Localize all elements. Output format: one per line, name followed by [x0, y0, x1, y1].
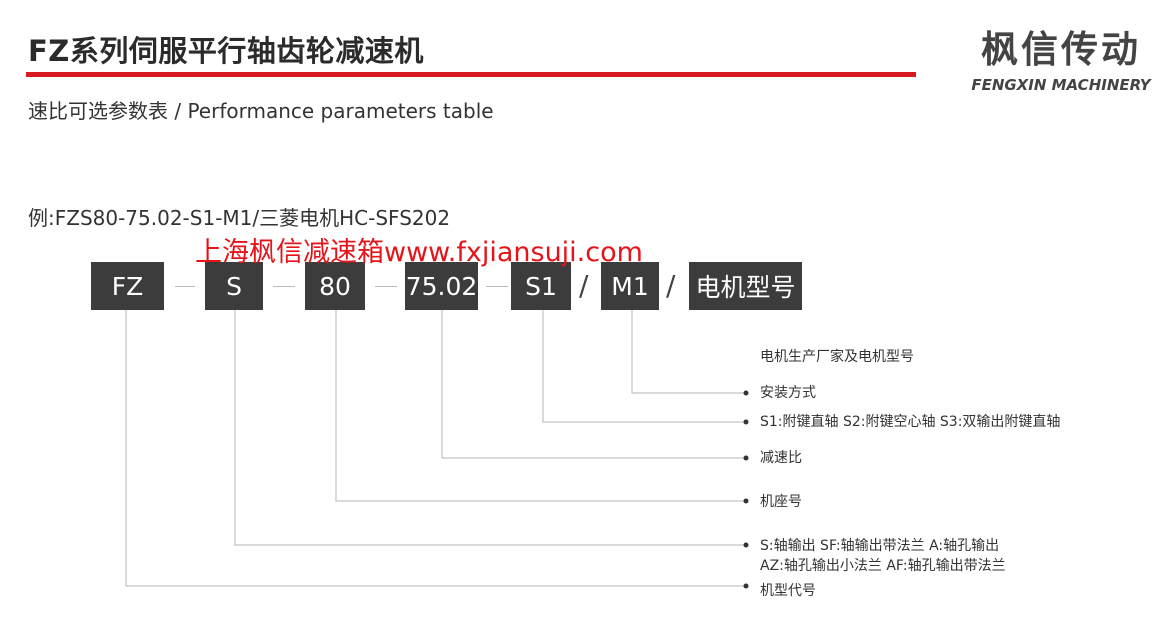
code-box-motor-model: 电机型号 — [689, 262, 802, 310]
leader-dot — [743, 455, 749, 461]
example-model-code: 例:FZS80-75.02-S1-M1/三菱电机HC-SFS202 — [28, 206, 451, 230]
code-separator — [486, 286, 508, 287]
code-slash: / — [579, 269, 589, 302]
leader-dot — [743, 542, 749, 548]
page-title: FZ系列伺服平行轴齿轮减速机 — [28, 34, 424, 68]
desc-shaft-line-2: AZ:轴孔输出小法兰 AF:轴孔输出带法兰 — [760, 558, 1006, 574]
code-separator — [175, 286, 195, 287]
leader-dot — [743, 419, 749, 425]
leader-dot — [743, 583, 749, 589]
leader-line-shaft-type — [234, 310, 746, 546]
desc-output-options: S1:附键直轴 S2:附键空心轴 S3:双输出附键直轴 — [760, 414, 1061, 430]
leader-dot — [743, 390, 749, 396]
desc-ratio: 减速比 — [760, 450, 802, 466]
code-slash: / — [666, 269, 676, 302]
title-underline — [26, 72, 916, 77]
code-separator — [273, 286, 295, 287]
code-box-series: FZ — [91, 262, 164, 310]
brand-logo: 枫信传动 FENGXIN MACHINERY — [955, 28, 1167, 94]
leader-line-output-shaft — [542, 310, 746, 423]
leader-line-model — [125, 310, 746, 587]
watermark-text: 上海枫信减速箱www.fxjiansuji.com — [195, 237, 643, 268]
logo-english-text: FENGXIN MACHINERY — [971, 76, 1151, 94]
page-subtitle: 速比可选参数表 / Performance parameters table — [28, 99, 494, 123]
desc-shaft-line-1: S:轴输出 SF:轴输出带法兰 A:轴孔输出 — [760, 538, 1000, 554]
desc-model: 机型代号 — [760, 583, 816, 599]
desc-mounting: 安装方式 — [760, 385, 816, 401]
leader-line-frame — [335, 310, 746, 502]
code-box-frame-size: 80 — [305, 262, 365, 310]
code-separator — [375, 286, 397, 287]
code-box-mounting: M1 — [601, 262, 659, 310]
desc-frame: 机座号 — [760, 494, 802, 510]
leader-line-mounting — [631, 310, 746, 394]
code-box-output-type: S — [205, 262, 263, 310]
leader-line-ratio — [441, 310, 746, 459]
code-box-ratio: 75.02 — [405, 262, 478, 310]
logo-chinese-text: 枫信传动 — [981, 28, 1141, 71]
leader-dot — [743, 498, 749, 504]
desc-motor: 电机生产厂家及电机型号 — [760, 349, 914, 365]
code-box-output-shaft: S1 — [511, 262, 571, 310]
